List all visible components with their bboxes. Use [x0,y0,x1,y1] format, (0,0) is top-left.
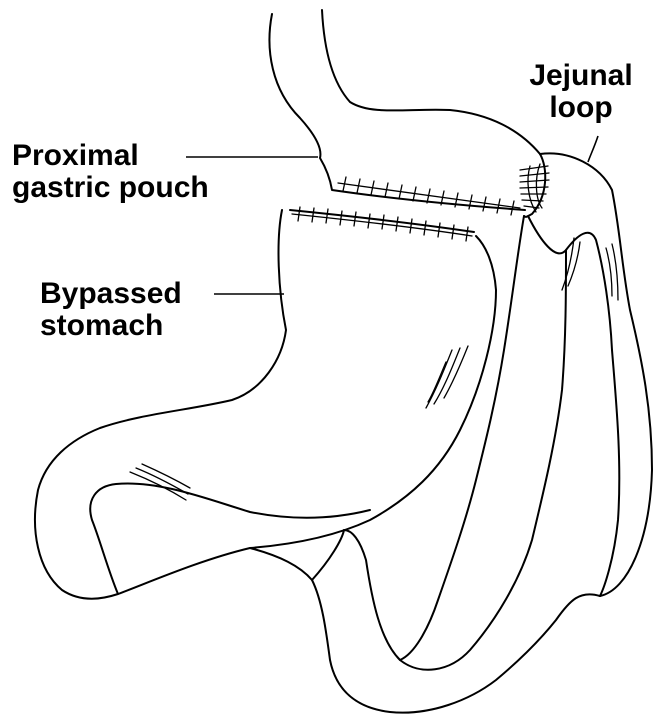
label-bypassed-stomach: Bypassed stomach [40,278,182,342]
label-jejunal-loop-line2: loop [526,92,636,124]
label-proximal-gastric-pouch: Proximal gastric pouch [12,140,209,204]
label-jejunal-loop: Jejunal loop [526,60,636,124]
jejunal-loop [344,153,652,669]
proximal-gastric-pouch [269,10,545,217]
label-proximal-gastric-pouch-line1: Proximal [12,140,209,172]
label-jejunal-loop-line1: Jejunal [526,60,636,92]
pouch-staple-line [338,177,520,215]
label-proximal-gastric-pouch-line2: gastric pouch [12,172,209,204]
label-bypassed-stomach-line2: stomach [40,310,182,342]
leader-jejunal-loop [588,136,598,162]
leader-lines [186,136,598,294]
label-bypassed-stomach-line1: Bypassed [40,278,182,310]
shading-marks [130,238,618,500]
